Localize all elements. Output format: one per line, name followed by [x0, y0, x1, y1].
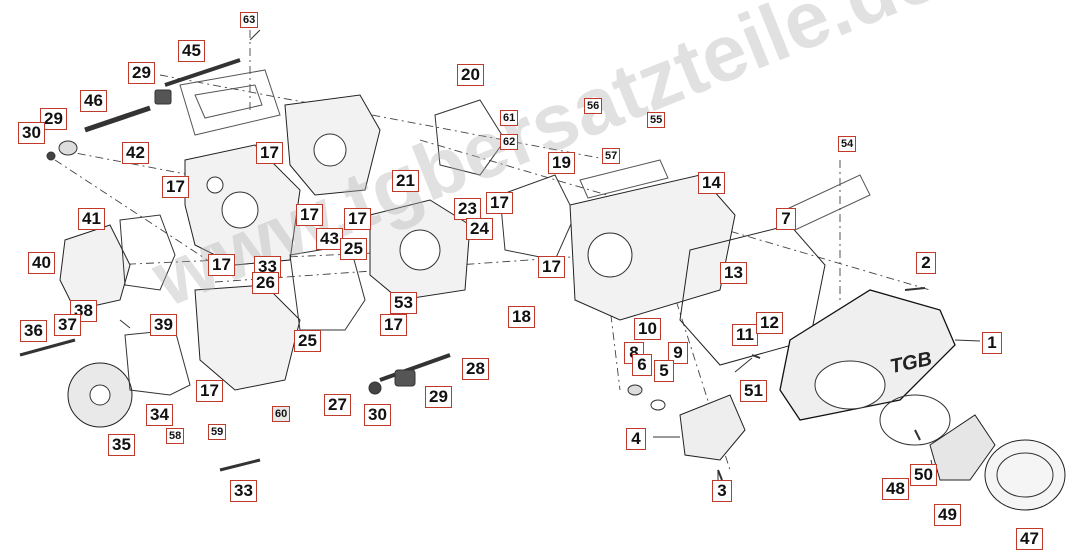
part-callout-45: 45 — [178, 40, 205, 62]
part-callout-14: 14 — [698, 172, 725, 194]
part-callout-33b: 33 — [230, 480, 257, 502]
part-callout-17e: 17 — [208, 254, 235, 276]
part-callout-23: 23 — [454, 198, 481, 220]
part-callout-53: 53 — [390, 292, 417, 314]
part-callout-61: 61 — [500, 110, 519, 126]
part-callout-20: 20 — [457, 64, 484, 86]
part-callout-51: 51 — [740, 380, 767, 402]
part-callout-63: 63 — [240, 12, 259, 28]
part-callout-37: 37 — [54, 314, 81, 336]
part-callout-5: 5 — [654, 360, 674, 382]
part-callout-60: 60 — [272, 406, 291, 422]
part-callout-9: 9 — [668, 342, 688, 364]
part-callout-26: 26 — [252, 272, 279, 294]
part-callout-39: 39 — [150, 314, 177, 336]
part-callout-6: 6 — [632, 354, 652, 376]
part-callout-35: 35 — [108, 434, 135, 456]
part-callout-17b: 17 — [256, 142, 283, 164]
part-callout-3: 3 — [712, 480, 732, 502]
part-callout-55: 55 — [647, 112, 666, 128]
part-callout-50: 50 — [910, 464, 937, 486]
part-callout-12: 12 — [756, 312, 783, 334]
part-callout-30b: 30 — [364, 404, 391, 426]
part-callout-36: 36 — [20, 320, 47, 342]
part-callout-1: 1 — [982, 332, 1002, 354]
part-callout-7: 7 — [776, 208, 796, 230]
part-callout-42: 42 — [122, 142, 149, 164]
part-callout-27: 27 — [324, 394, 351, 416]
part-callout-41: 41 — [78, 208, 105, 230]
part-callout-49: 49 — [934, 504, 961, 526]
part-callout-59: 59 — [208, 424, 227, 440]
part-callout-54: 54 — [838, 136, 857, 152]
part-callout-4: 4 — [626, 428, 646, 450]
part-callout-17f: 17 — [344, 208, 371, 230]
part-callout-25a: 25 — [340, 238, 367, 260]
part-callout-25b: 25 — [294, 330, 321, 352]
part-callout-30a: 30 — [18, 122, 45, 144]
part-callout-29c: 29 — [425, 386, 452, 408]
part-callout-29a: 29 — [128, 62, 155, 84]
part-callout-18: 18 — [508, 306, 535, 328]
part-callout-13: 13 — [720, 262, 747, 284]
part-callout-56: 56 — [584, 98, 603, 114]
part-callout-17d: 17 — [486, 192, 513, 214]
part-callout-17a: 17 — [162, 176, 189, 198]
part-callout-34: 34 — [146, 404, 173, 426]
part-callout-29b: 29 — [40, 108, 67, 130]
part-callout-43: 43 — [316, 228, 343, 250]
part-callout-21: 21 — [392, 170, 419, 192]
part-callout-40: 40 — [28, 252, 55, 274]
part-callout-62: 62 — [500, 134, 519, 150]
part-callout-17i: 17 — [196, 380, 223, 402]
part-callout-19: 19 — [548, 152, 575, 174]
part-callout-2: 2 — [916, 252, 936, 274]
part-callout-17g: 17 — [538, 256, 565, 278]
part-callout-17h: 17 — [380, 314, 407, 336]
part-callout-46: 46 — [80, 90, 107, 112]
part-callout-28: 28 — [462, 358, 489, 380]
part-callout-48: 48 — [882, 478, 909, 500]
part-callout-57: 57 — [602, 148, 621, 164]
part-callout-17c: 17 — [296, 204, 323, 226]
part-callout-47: 47 — [1016, 528, 1043, 550]
part-callout-11: 11 — [732, 324, 758, 346]
part-callout-58: 58 — [166, 428, 185, 444]
part-callout-24: 24 — [466, 218, 493, 240]
part-callout-10: 10 — [634, 318, 661, 340]
